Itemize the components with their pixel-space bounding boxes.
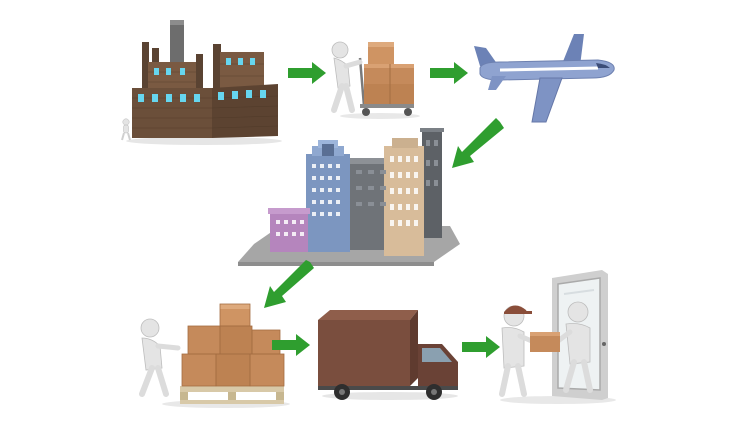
arrow-truck-to-door-icon (462, 336, 502, 358)
arrow-trolley-to-airplane-icon (430, 62, 470, 84)
arrow-pallet-to-truck-icon (272, 334, 312, 356)
arrow-factory-to-trolley-icon (288, 62, 328, 84)
arrow-airplane-to-city-icon (450, 118, 504, 170)
hand-truck-icon (320, 36, 420, 120)
pallet-boxes-icon (130, 300, 298, 410)
factory-icon (118, 14, 286, 145)
door-delivery-icon (494, 270, 624, 406)
delivery-truck-icon (314, 306, 464, 402)
arrow-city-to-pallet-icon (262, 260, 314, 310)
airplane-icon (470, 30, 620, 128)
city-buildings-icon (234, 126, 460, 266)
